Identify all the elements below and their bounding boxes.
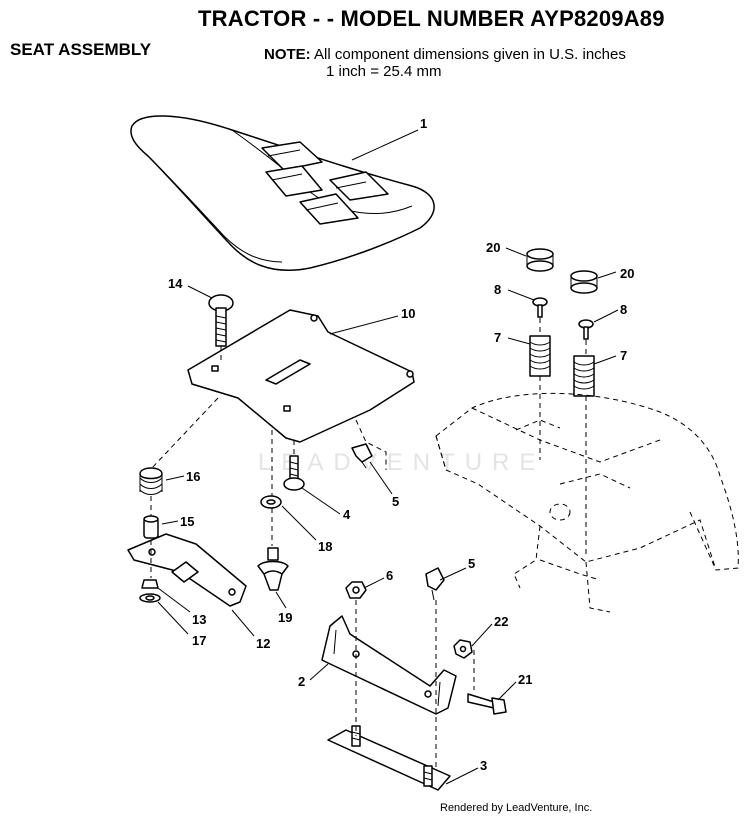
section-title: SEAT ASSEMBLY [10, 40, 152, 59]
part-10-seat-pan[interactable] [187, 309, 415, 443]
tractor-fender-reference [435, 392, 739, 613]
part-15-spacer[interactable] [143, 515, 159, 539]
callout-4[interactable]: 4 [343, 507, 351, 522]
callout-14[interactable]: 14 [168, 276, 183, 291]
callout-1[interactable]: 1 [420, 116, 427, 131]
part-1-seat[interactable] [130, 115, 435, 272]
part-4-bolt[interactable] [283, 455, 305, 491]
leader-lines [157, 129, 619, 785]
part-5-clip-lower[interactable] [425, 567, 445, 601]
callout-8-left[interactable]: 8 [494, 282, 501, 297]
note-line-1: All component dimensions given in U.S. i… [314, 46, 626, 63]
watermark-text: LEADVENTURE [258, 449, 545, 476]
callout-22[interactable]: 22 [494, 614, 508, 629]
render-credit: Rendered by LeadVenture, Inc. [440, 802, 593, 814]
part-20-bumper-left[interactable] [526, 248, 554, 272]
callout-15[interactable]: 15 [180, 514, 194, 529]
callout-17[interactable]: 17 [192, 633, 206, 648]
part-18-washer[interactable] [260, 495, 282, 509]
callout-2[interactable]: 2 [298, 674, 305, 689]
part-7-spring-right[interactable] [573, 355, 595, 397]
callout-3[interactable]: 3 [480, 758, 487, 773]
callout-10[interactable]: 10 [401, 306, 415, 321]
callout-5-lower[interactable]: 5 [468, 556, 475, 571]
note-line-2: 1 inch = 25.4 mm [326, 63, 442, 80]
callout-21[interactable]: 21 [518, 672, 532, 687]
part-20-bumper-right[interactable] [570, 270, 598, 294]
callout-13[interactable]: 13 [192, 612, 206, 627]
part-6-nut[interactable] [345, 581, 367, 599]
part-8-washer-right[interactable] [578, 319, 594, 340]
part-19-knob[interactable] [257, 547, 289, 591]
part-14-carriage-bolt[interactable] [208, 294, 234, 347]
note-label: NOTE: [264, 46, 311, 63]
callout-8-right[interactable]: 8 [620, 302, 627, 317]
callout-16[interactable]: 16 [186, 469, 200, 484]
callout-20-left[interactable]: 20 [486, 240, 500, 255]
part-3-rail-plate[interactable] [327, 725, 451, 791]
callout-6[interactable]: 6 [386, 568, 393, 583]
callout-20-right[interactable]: 20 [620, 266, 634, 281]
dimension-note: NOTE: All component dimensions given in … [264, 46, 626, 80]
part-8-washer-left[interactable] [532, 297, 548, 318]
callout-19[interactable]: 19 [278, 610, 292, 625]
callout-12[interactable]: 12 [256, 636, 270, 651]
part-16-spring[interactable] [139, 467, 163, 495]
callout-7-left[interactable]: 7 [494, 330, 501, 345]
callout-labels: 1 10 14 16 15 12 13 17 4 18 19 5 5 6 2 2… [168, 116, 634, 773]
part-17-washer[interactable] [139, 593, 161, 603]
part-7-spring-left[interactable] [529, 335, 551, 377]
part-13-nut[interactable] [141, 579, 159, 589]
callout-18[interactable]: 18 [318, 539, 332, 554]
page-title: TRACTOR - - MODEL NUMBER AYP8209A89 [198, 6, 665, 31]
part-21-bolt[interactable] [467, 693, 507, 715]
alignment-lines [149, 318, 587, 770]
callout-5-upper[interactable]: 5 [392, 494, 399, 509]
part-22-nut[interactable] [453, 639, 473, 659]
callout-7-right[interactable]: 7 [620, 348, 627, 363]
part-5-clip-upper[interactable] [351, 443, 373, 469]
